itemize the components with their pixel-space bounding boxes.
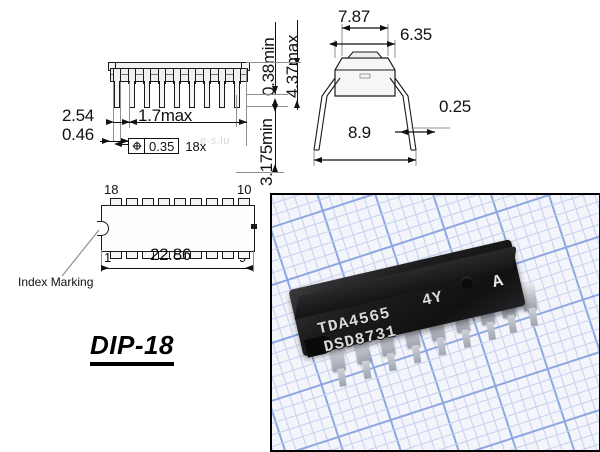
- dim-pitch-value: 2.54: [62, 106, 94, 125]
- arrow-up-icon: [271, 164, 278, 172]
- dim-lead-width-value: 0.46: [62, 125, 94, 144]
- dim-lead-length-value: 3.175min: [257, 118, 276, 186]
- body-end-right: [241, 62, 249, 69]
- lead-tip: [204, 102, 210, 108]
- ic-leg-tip: [361, 360, 372, 380]
- extension-line: [236, 95, 237, 127]
- arrow-right-icon: [106, 118, 114, 125]
- ic-leg-tip: [528, 307, 539, 327]
- side-view: 2.54 0.46 1.7max 0.35: [0, 0, 270, 175]
- arrow-down-icon: [271, 86, 278, 94]
- dim-standoff-line: [275, 22, 276, 94]
- pin-label-10: 10: [237, 182, 252, 197]
- arrow-left-icon: [329, 40, 337, 47]
- lead-tip: [234, 102, 240, 108]
- position-symbol-icon: [129, 139, 145, 153]
- lead-shaft: [204, 81, 210, 103]
- watermark: e-s.lu: [200, 135, 230, 147]
- lead-tip: [219, 102, 225, 108]
- extension-line: [246, 68, 247, 146]
- lead-shaft: [189, 81, 195, 103]
- ic-leg-tip: [386, 352, 397, 372]
- dim-pitch-line: [113, 122, 129, 123]
- lead-shaft: [114, 81, 120, 103]
- arrow-right-icon: [122, 118, 130, 125]
- package-name-caption: DIP-18: [90, 330, 174, 366]
- ic-leg-tip: [337, 368, 347, 387]
- dim-body-length-value: 22.86: [150, 245, 192, 264]
- pin-label-18: 18: [104, 182, 119, 197]
- gdt-leader-line: [118, 144, 128, 145]
- top-view: 18 10 1 9 22.86: [0, 178, 275, 298]
- arrow-right-icon: [239, 118, 247, 125]
- arrow-left-icon: [114, 140, 122, 147]
- lead-tip: [114, 102, 120, 108]
- arrow-left-icon: [245, 264, 253, 271]
- index-notch-icon: [97, 221, 109, 236]
- arrow-right-icon: [102, 137, 110, 144]
- ic-leg-tip: [436, 336, 447, 356]
- end-view: 7.87 6.35 0.25 8.9: [300, 0, 600, 185]
- lead-shaft: [144, 81, 150, 103]
- right-tab: [251, 224, 257, 229]
- lead-shaft: [234, 81, 240, 103]
- arrow-right-icon: [427, 128, 435, 135]
- gdt-tolerance-value: 0.35: [149, 138, 175, 154]
- dim-body-length-line: [101, 268, 253, 269]
- extension-line: [246, 62, 301, 63]
- extension-line: [129, 82, 130, 128]
- extension-line: [101, 250, 102, 272]
- pin-label-1: 1: [104, 250, 112, 265]
- extension-line: [246, 94, 288, 95]
- component-photo: TDA4565 DSD8731 4Y A: [270, 193, 600, 452]
- ic-lot-code: 4Y: [420, 287, 446, 311]
- extension-line: [236, 172, 284, 173]
- dim-seating-line: [129, 122, 247, 123]
- arrow-right-icon: [121, 137, 129, 144]
- extension-line: [253, 250, 254, 272]
- lead-tip: [159, 102, 165, 108]
- lead-shaft: [219, 81, 225, 103]
- gdt-count-label: 18x: [185, 138, 207, 154]
- arrow-right-icon: [380, 24, 388, 31]
- extension-line: [120, 82, 121, 142]
- arrow-left-icon: [342, 24, 350, 31]
- arrow-down-icon: [271, 104, 278, 112]
- ic-grade-mark: A: [490, 271, 506, 293]
- dim-seating-value: 1.7max: [138, 106, 192, 125]
- ic-leg-tip: [486, 321, 497, 341]
- dim-height-value: 4.37max: [283, 34, 302, 98]
- arrow-right-icon: [101, 264, 109, 271]
- extension-line: [113, 82, 114, 142]
- ic-leg-tip: [411, 344, 422, 364]
- body-end-left: [108, 62, 116, 69]
- arrow-left-icon: [129, 118, 137, 125]
- lead-shaft: [159, 81, 165, 103]
- dim-row-spacing-value: 8.9: [348, 123, 371, 142]
- arrow-up-icon: [271, 98, 278, 106]
- gdt-feature-control-frame: 0.35 18x: [128, 138, 206, 154]
- dim-seat-width-value: 6.35: [400, 25, 432, 44]
- arrow-right-icon: [387, 40, 395, 47]
- index-marking-label: Index Marking: [18, 275, 94, 289]
- lead-shaft: [174, 81, 180, 103]
- extension-line: [246, 106, 288, 107]
- arrow-left-icon: [400, 128, 408, 135]
- dim-lead-thickness-value: 0.25: [439, 97, 471, 116]
- arrow-right-icon: [408, 156, 416, 163]
- ic-leg-tip: [461, 329, 472, 349]
- arrow-up-icon: [293, 100, 300, 108]
- lead-tip: [189, 102, 195, 108]
- package-outline: [101, 205, 255, 252]
- dim-lead-length-line: [275, 104, 276, 172]
- lead-tip: [174, 102, 180, 108]
- ic-leg-tip: [507, 314, 518, 334]
- dim-body-width-value: 7.87: [338, 7, 370, 26]
- lead-tip: [144, 102, 150, 108]
- arrow-left-icon: [314, 156, 322, 163]
